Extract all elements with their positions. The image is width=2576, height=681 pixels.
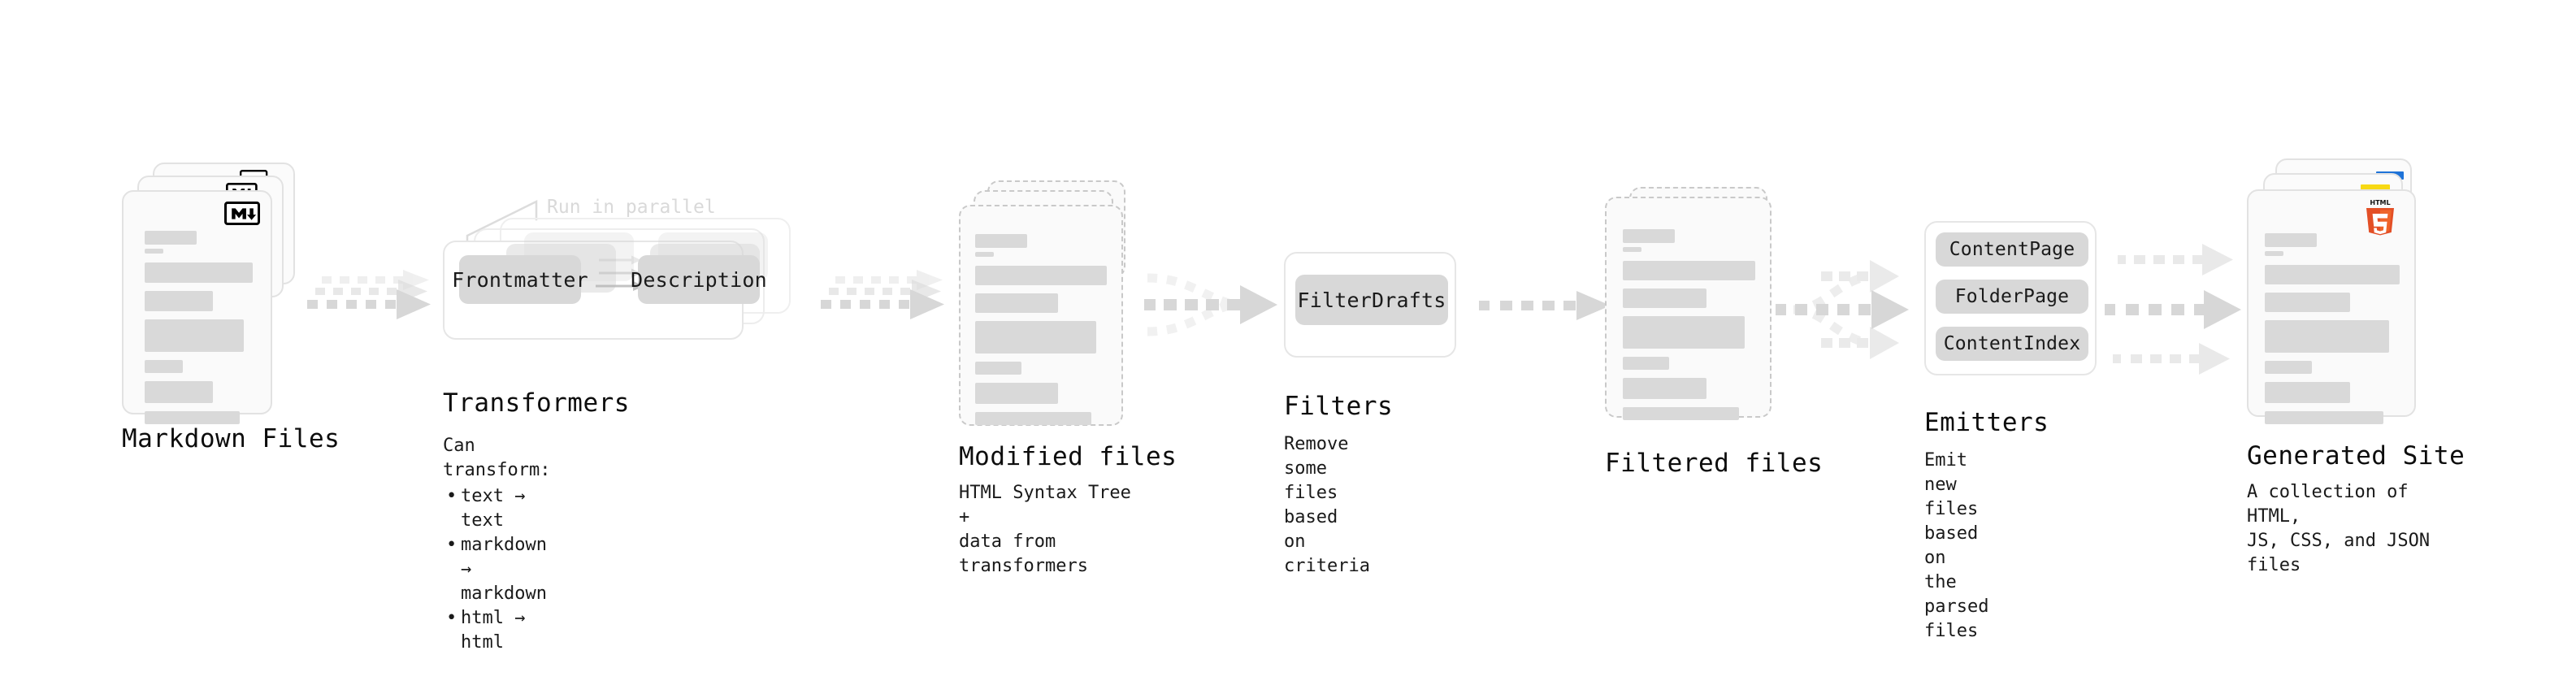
filters-subtitle: Remove some files based on criteria (1284, 434, 1370, 576)
emitters-title: Emitters (1924, 408, 2049, 437)
stage-filtered-files: Filtered files (1605, 187, 1823, 478)
markdown-icon (224, 202, 260, 225)
transformers-list-item: markdown → markdown (446, 533, 550, 606)
svg-text:HTML: HTML (2370, 199, 2390, 206)
modified-card-content (975, 234, 1107, 433)
html5-icon: HTML (2362, 197, 2398, 236)
transformers-list-item: html → html (446, 606, 550, 655)
connector-markdown-to-transformers (307, 270, 437, 340)
filtered-file-stack (1605, 187, 1780, 423)
modified-card-front (959, 205, 1123, 426)
modified-files-title: Modified files (959, 442, 1177, 471)
markdown-files-title: Markdown Files (122, 424, 340, 453)
connector-filtered-to-emitters (1776, 234, 1938, 388)
transformers-list: Can transform: text → text markdown → ma… (443, 434, 550, 655)
filters-pill-filterdrafts[interactable]: FilterDrafts (1295, 275, 1448, 325)
markdown-file-stack (122, 163, 297, 424)
generated-site-title: Generated Site (2247, 441, 2465, 471)
filtered-card-content (1623, 229, 1755, 428)
generated-site-subtitle: A collection of HTML, JS, CSS, and JSON … (2247, 482, 2431, 575)
transformers-list-item: text → text (446, 484, 550, 533)
generated-site-stack: HTML (2247, 158, 2434, 424)
stage-modified-files: Modified files HTML Syntax Tree + data f… (959, 180, 1177, 576)
run-in-parallel-label: Run in parallel (547, 197, 716, 218)
emitters-pill-folderpage[interactable]: FolderPage (1936, 280, 2088, 314)
stage-markdown-files: Markdown Files (122, 163, 340, 453)
filtered-card-front (1605, 197, 1772, 420)
connector-filters-to-filtered (1479, 283, 1617, 332)
transformer-pill-description[interactable]: Description (631, 255, 767, 304)
markdown-card-front (122, 190, 272, 424)
filtered-files-title: Filtered files (1605, 449, 1824, 478)
markdown-card-content (145, 231, 253, 432)
connector-transformers-to-modified (821, 270, 959, 340)
connector-emitters-to-site (2105, 234, 2259, 388)
modified-file-stack (959, 180, 1134, 426)
modified-files-subtitle: HTML Syntax Tree + data from transformer… (959, 483, 1131, 576)
transformers-list-lead: Can transform: (443, 436, 551, 480)
emitters-subtitle: Emit new files based on the parsed files (1924, 450, 1989, 641)
generated-card-content (2265, 233, 2400, 432)
stage-generated-site: HTML Generated Sit (2247, 158, 2465, 575)
transformers-title: Transformers (443, 388, 630, 418)
emitters-pill-contentpage[interactable]: ContentPage (1936, 232, 2088, 267)
generated-card-html: HTML (2247, 189, 2416, 424)
emitters-pill-contentindex[interactable]: ContentIndex (1936, 327, 2088, 361)
filters-title: Filters (1284, 392, 1394, 421)
transformer-inner-arrows (596, 255, 644, 291)
transformer-pill-frontmatter[interactable]: Frontmatter (452, 255, 588, 304)
connector-modified-to-filters (1138, 258, 1292, 356)
